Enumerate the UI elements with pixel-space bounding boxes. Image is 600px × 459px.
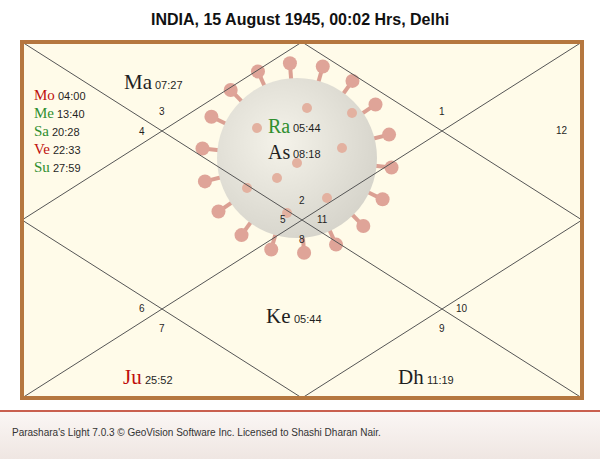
virus-surface-dot [272, 173, 282, 183]
planet-name: Ke [266, 306, 291, 327]
planet-name: Ju [123, 367, 142, 388]
virus-body [217, 78, 377, 238]
planet-name: Me [34, 106, 54, 121]
virus-spike-head [211, 204, 225, 218]
planet-degree: 27:59 [53, 163, 81, 174]
virus-spike-head [369, 98, 383, 112]
planet-name: Mo [34, 88, 55, 103]
footer-bar [0, 410, 600, 459]
diagonal-line [22, 42, 582, 398]
virus-spike-head [345, 74, 359, 88]
house-number: 3 [159, 107, 165, 117]
planet-degree: 07:27 [155, 80, 183, 91]
house-number: 2 [299, 196, 305, 206]
virus-spike-head [356, 219, 370, 233]
planet-name: Ma [124, 72, 152, 93]
virus-spike-head [316, 60, 330, 74]
virus-spike-head [264, 242, 278, 256]
planet-degree: 08:18 [293, 149, 321, 160]
virus-surface-dot [337, 143, 347, 153]
planet-name: Dh [398, 367, 424, 388]
house-number: 8 [299, 235, 305, 245]
house-number: 12 [556, 126, 567, 136]
virus-spike-head [198, 174, 212, 188]
planet-degree: 22:33 [53, 145, 81, 156]
planet-name: Sa [34, 124, 49, 139]
virus-surface-dot [252, 123, 262, 133]
diagonal-line [22, 42, 582, 398]
planet-name: Su [34, 160, 50, 175]
planet-degree: 05:44 [293, 123, 321, 134]
footer-rule [0, 410, 600, 412]
house-number: 5 [280, 215, 286, 225]
footer-credit: Parashara's Light 7.0.3 © GeoVision Soft… [12, 428, 381, 438]
house-number: 10 [456, 304, 467, 314]
chart-frame [22, 42, 582, 398]
planet-degree: 20:28 [52, 127, 80, 138]
planet-name: Ve [34, 142, 50, 157]
virus-illustration [195, 56, 398, 259]
house-number: 7 [159, 324, 165, 334]
house-number: 9 [439, 324, 445, 334]
planet-degree: 25:52 [145, 375, 173, 386]
planet-degree: 11:19 [427, 375, 454, 386]
house-number: 4 [139, 127, 145, 137]
house-number: 11 [317, 215, 327, 225]
virus-spike-head [235, 228, 249, 242]
virus-spike-head [382, 128, 396, 142]
virus-spike-head [297, 246, 311, 260]
house-number: 1 [439, 107, 445, 117]
planet-degree: 13:40 [57, 109, 85, 120]
diamond-outline [22, 42, 582, 398]
chart-title: INDIA, 15 August 1945, 00:02 Hrs, Delhi [151, 12, 449, 28]
chart-border [22, 42, 582, 398]
house-number: 6 [139, 304, 145, 314]
virus-surface-dot [302, 103, 312, 113]
planet-name: As [268, 142, 290, 162]
virus-surface-dot [347, 108, 357, 118]
planet-degree: 04:00 [58, 91, 86, 102]
virus-spike-head [204, 110, 218, 124]
virus-spike-head [283, 56, 297, 70]
house-lines [22, 42, 582, 398]
virus-spike-head [376, 192, 390, 206]
planet-degree: 05:44 [294, 314, 322, 325]
planet-name: Ra [268, 116, 290, 136]
